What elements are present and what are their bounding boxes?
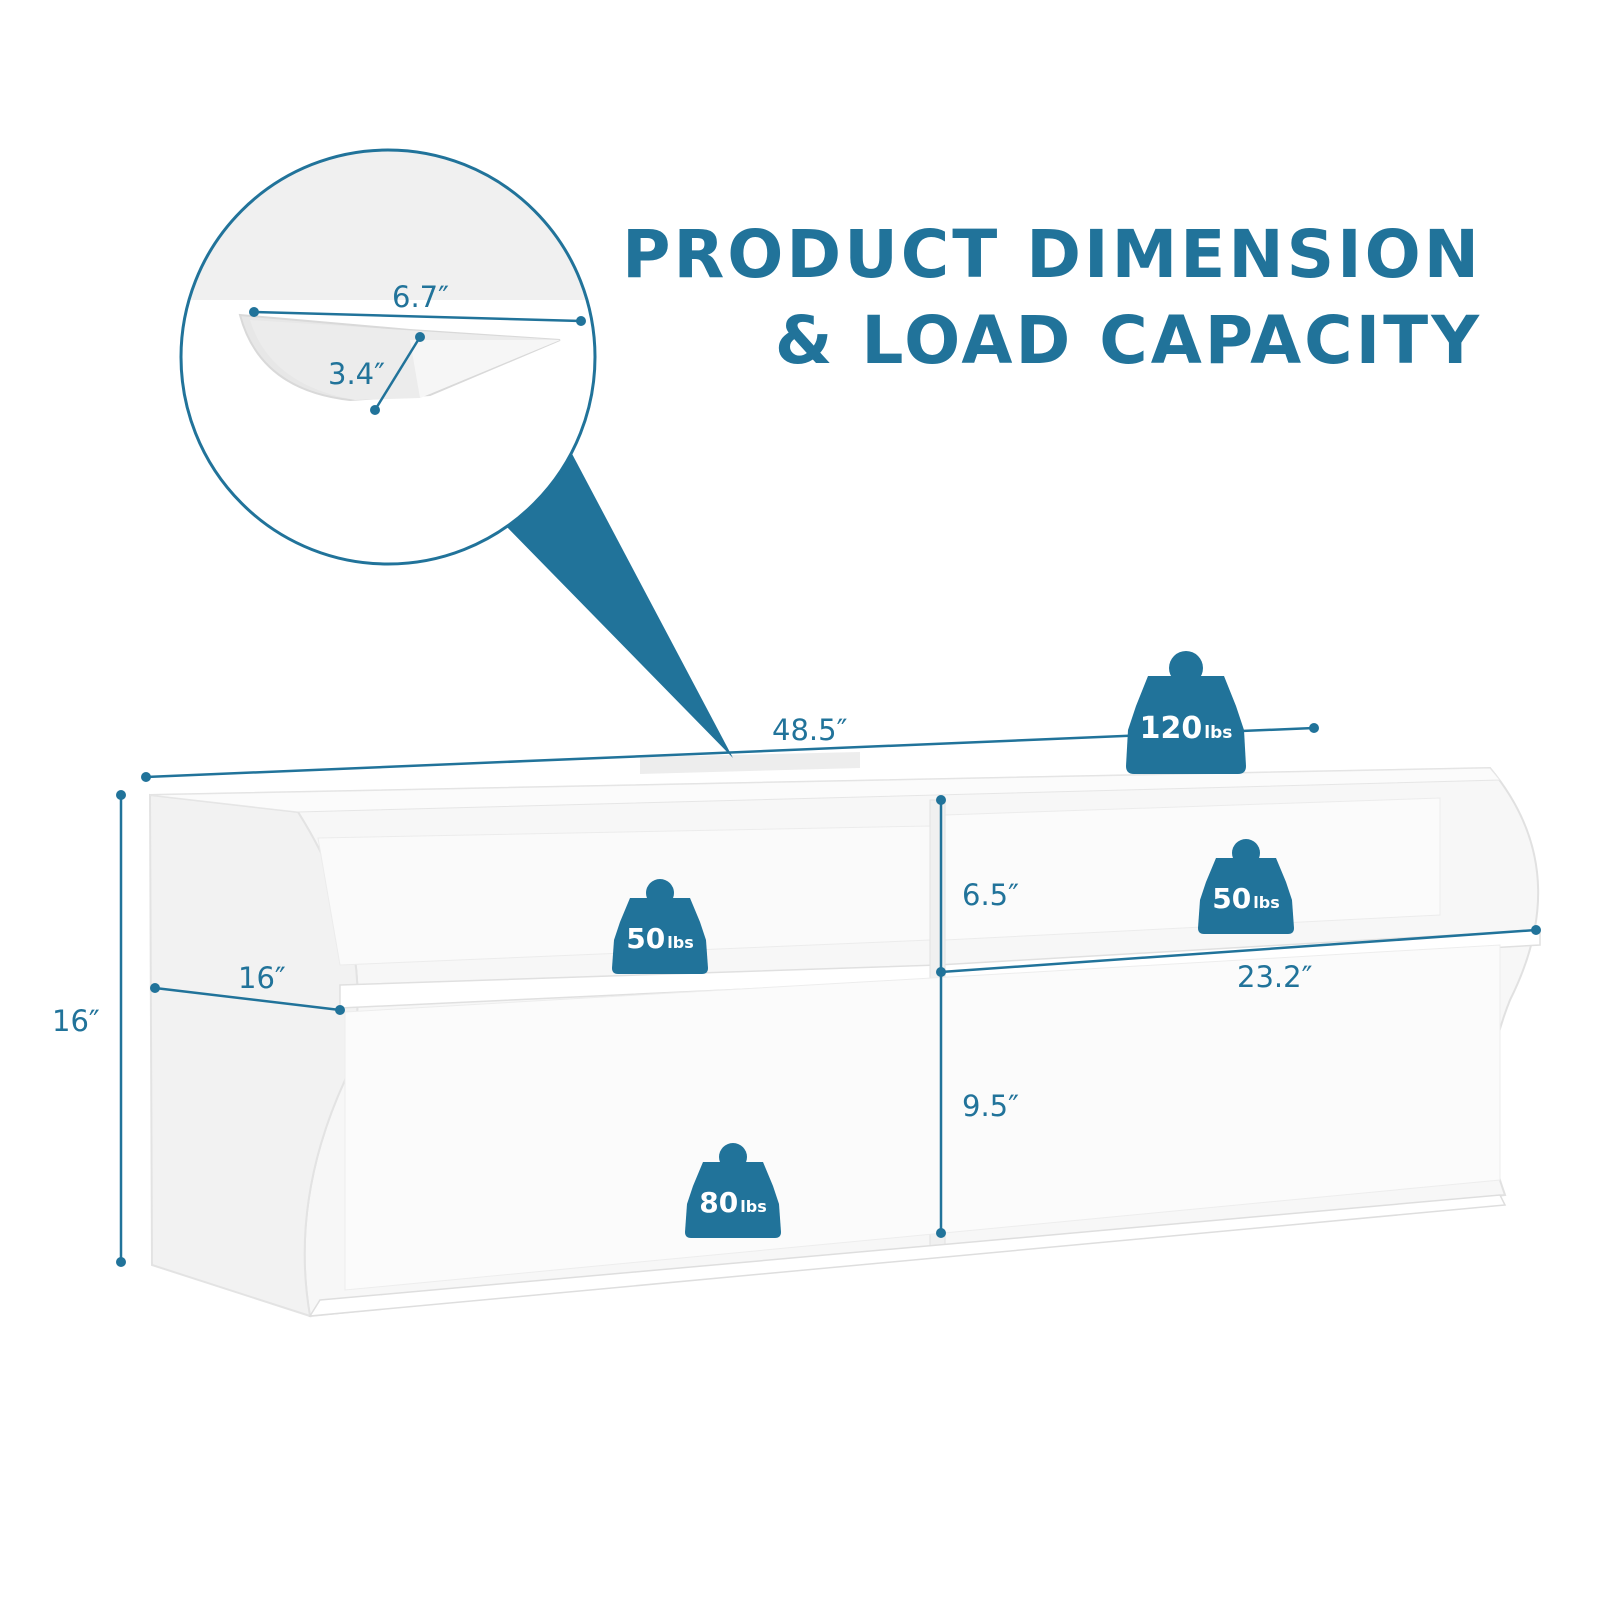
load-top-unit: lbs [1204, 723, 1232, 743]
label-slot-depth: 3.4″ [328, 357, 385, 391]
label-overall-width: 48.5″ [772, 713, 848, 747]
load-upper-left-value: 50 [626, 922, 665, 955]
magnifier-pointer [505, 450, 733, 758]
magnifier-ring [179, 148, 597, 566]
heading-line-2: & LOAD CAPACITY [774, 302, 1482, 379]
top-cable-slot [640, 752, 860, 774]
heading-line-1: PRODUCT DIMENSION [622, 216, 1482, 293]
label-overall-height: 16″ [52, 1004, 100, 1038]
load-upper-right-value: 50 [1212, 882, 1251, 915]
label-overall-depth: 16″ [238, 961, 286, 995]
load-bottom-value: 80 [699, 1186, 738, 1219]
detail-magnifier [179, 148, 733, 758]
label-compartment-width: 23.2″ [1237, 960, 1313, 994]
load-top-value: 120 [1140, 711, 1203, 746]
floating-shelf [148, 752, 1541, 1318]
top-board [149, 767, 1502, 813]
load-bottom-unit: lbs [740, 1197, 766, 1216]
label-upper-height: 6.5″ [962, 878, 1019, 912]
bottom-board [308, 1194, 1507, 1317]
load-upper-left-unit: lbs [667, 933, 693, 952]
lower-back-panel [344, 944, 1501, 1291]
label-slot-width: 6.7″ [392, 280, 449, 314]
load-upper-right-unit: lbs [1253, 893, 1279, 912]
dimension-labels: 6.7″ 3.4″ 48.5″ 16″ 16″ 6.5″ 9.5″ 23.2″ [52, 280, 1313, 1123]
dimension-lines [116, 307, 1541, 1267]
upper-right-back-panel [944, 797, 1441, 941]
label-lower-height: 9.5″ [962, 1089, 1019, 1123]
